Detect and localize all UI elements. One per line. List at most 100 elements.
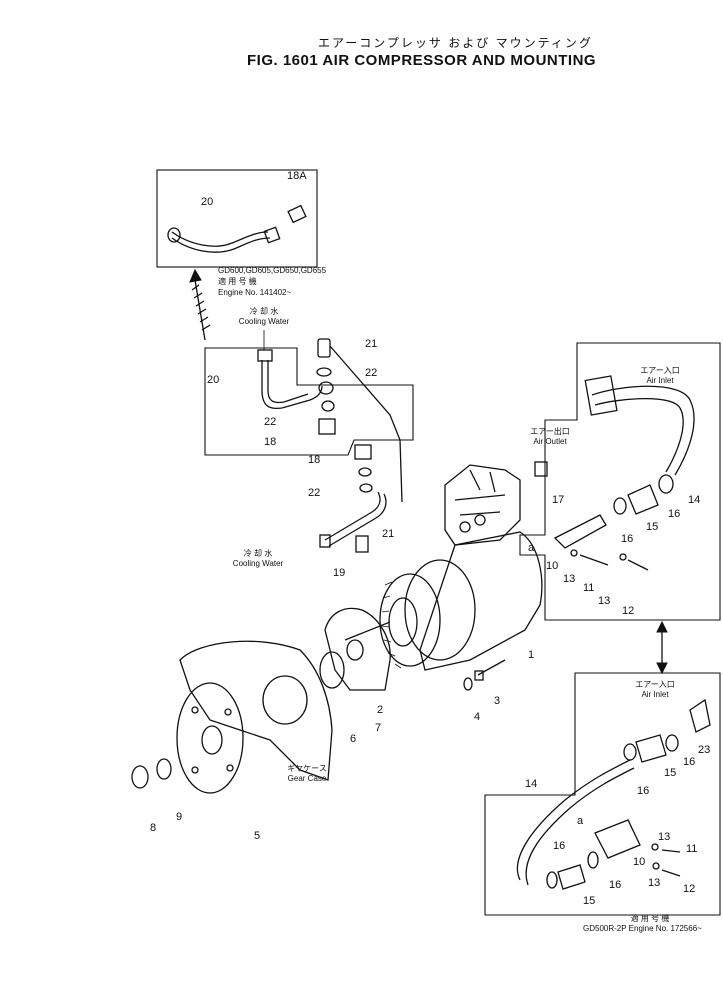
note-air-outlet-en: Air Outlet	[533, 437, 567, 446]
clamp-16-lower-a	[623, 743, 637, 761]
compressor-head	[444, 464, 521, 546]
label-19: 19	[333, 567, 346, 579]
washer-22-lower-b	[359, 483, 373, 493]
arrow-up-right	[656, 620, 668, 633]
washer-13-upper-b	[619, 553, 627, 561]
compressor-body	[419, 531, 543, 671]
air-inlet-23	[689, 698, 711, 733]
label-17: 17	[552, 494, 565, 506]
note-cooling-jp-1: 冷 却 水	[249, 307, 279, 316]
bolt-21-mid	[317, 338, 331, 358]
gasket-2	[324, 607, 391, 691]
note-air-inlet-jp-1: エアー入口	[640, 366, 680, 375]
label-a-upper: a	[528, 542, 535, 554]
label-4: 4	[474, 711, 481, 723]
label-15-upper: 15	[646, 521, 659, 533]
pulley-hole-b	[224, 708, 232, 716]
label-18-mid: 18	[264, 436, 277, 448]
label-22-lower: 22	[308, 487, 321, 499]
pipe-20-top	[171, 231, 269, 247]
note-top-models: GD600,GD605,GD650,GD655	[218, 266, 327, 275]
washer-13-lower-b	[652, 862, 660, 870]
clamp-16-lower-d	[587, 851, 599, 869]
note-top-applicable-jp: 適 用 号 機	[218, 277, 257, 286]
note-cooling-en-2: Cooling Water	[232, 559, 284, 568]
figure-title: FIG. 1601 AIR COMPRESSOR AND MOUNTING	[247, 52, 597, 69]
washer-22-mid	[318, 381, 334, 395]
note-cooling-jp-2: 冷 却 水	[243, 549, 273, 558]
hose-14-lower-inner	[525, 767, 635, 886]
label-5: 5	[254, 830, 261, 842]
sleeve-15-upper	[627, 484, 659, 515]
washer-9	[156, 758, 172, 780]
clamp-16-upper-b	[613, 497, 627, 515]
pulley-hole-a	[191, 706, 199, 714]
label-12-upper: 12	[622, 605, 635, 617]
title-japanese: エアーコンプレッサ および マウンティング	[318, 36, 593, 50]
label-21-top: 21	[365, 338, 378, 350]
note-air-inlet-en-1: Air Inlet	[646, 376, 674, 385]
label-21-lower: 21	[382, 528, 395, 540]
hose-14-upper-inner	[594, 397, 684, 473]
label-a-lower: a	[577, 815, 584, 827]
label-20-mid: 20	[207, 374, 220, 386]
head-bolt-b	[474, 514, 486, 526]
label-18-lower: 18	[308, 454, 321, 466]
pulley-hole-c	[191, 766, 199, 774]
label-16-lower-b: 16	[637, 785, 650, 797]
note-cooling-en-1: Cooling Water	[238, 317, 290, 326]
label-16-upper-a: 16	[668, 508, 681, 520]
label-16-lower-d: 16	[609, 879, 622, 891]
label-7: 7	[375, 722, 382, 734]
pipe-20-mid-inner	[267, 360, 309, 404]
note-top-engine: Engine No. 141402~	[218, 288, 292, 297]
pipe-nut-mid	[257, 349, 273, 362]
note-air-outlet-jp: エアー出口	[530, 427, 570, 436]
note-air-inlet-en-2: Air Inlet	[641, 690, 669, 699]
air-inlet-flange-upper	[584, 375, 618, 416]
clamp-16-lower-c	[546, 871, 558, 889]
label-20-top: 20	[201, 196, 214, 208]
note-gear-case-en: Gear Case	[287, 774, 327, 783]
sleeve-15-lower-a	[635, 734, 667, 763]
hose-14-lower	[516, 759, 631, 881]
hose-14-upper	[591, 385, 695, 476]
label-16-lower-c: 16	[553, 840, 566, 852]
connector-arrow-top	[191, 279, 211, 341]
bolt-11-lower	[661, 849, 681, 853]
pipe-19-inner	[328, 493, 387, 547]
label-16-lower-a: 16	[683, 756, 696, 768]
bolt-3	[477, 659, 506, 676]
pipe-eye-top	[167, 227, 181, 243]
label-14-lower: 14	[525, 778, 538, 790]
washer-22-top	[316, 367, 332, 377]
note-bottom-engine: GD500R-2P Engine No. 172566~	[583, 924, 702, 933]
label-11-lower: 11	[686, 843, 698, 855]
note-bottom-applicable-jp: 適 用 号 機	[630, 914, 670, 923]
fitting-18A	[287, 204, 307, 224]
nut-8	[131, 765, 149, 789]
label-15-lower-a: 15	[664, 767, 677, 779]
note-gear-case-jp: ギヤケース	[287, 764, 327, 773]
inset-box-cooling	[204, 347, 414, 456]
inset-box-top	[156, 169, 318, 268]
bolt-11-upper	[579, 554, 609, 566]
label-15-lower-b: 15	[583, 895, 596, 907]
elbow-18-lower	[354, 444, 372, 460]
label-12-lower: 12	[683, 883, 696, 895]
bolt-12-lower	[661, 869, 681, 877]
label-1: 1	[528, 649, 535, 661]
head-bolt-a	[459, 521, 471, 533]
note-air-inlet-jp-2: エアー入口	[635, 680, 675, 689]
seal-6	[319, 651, 345, 689]
pulley-hub	[201, 725, 223, 755]
clamp-16-lower-b	[665, 734, 679, 752]
label-22-top: 22	[365, 367, 378, 379]
label-2: 2	[377, 704, 384, 716]
inset-box-lower-right	[484, 672, 721, 916]
washer-22-lower-a	[358, 467, 372, 477]
label-6: 6	[350, 733, 357, 745]
pulley-5	[176, 682, 244, 794]
pipe-19-nut	[319, 534, 331, 548]
label-14-upper: 14	[688, 494, 701, 506]
